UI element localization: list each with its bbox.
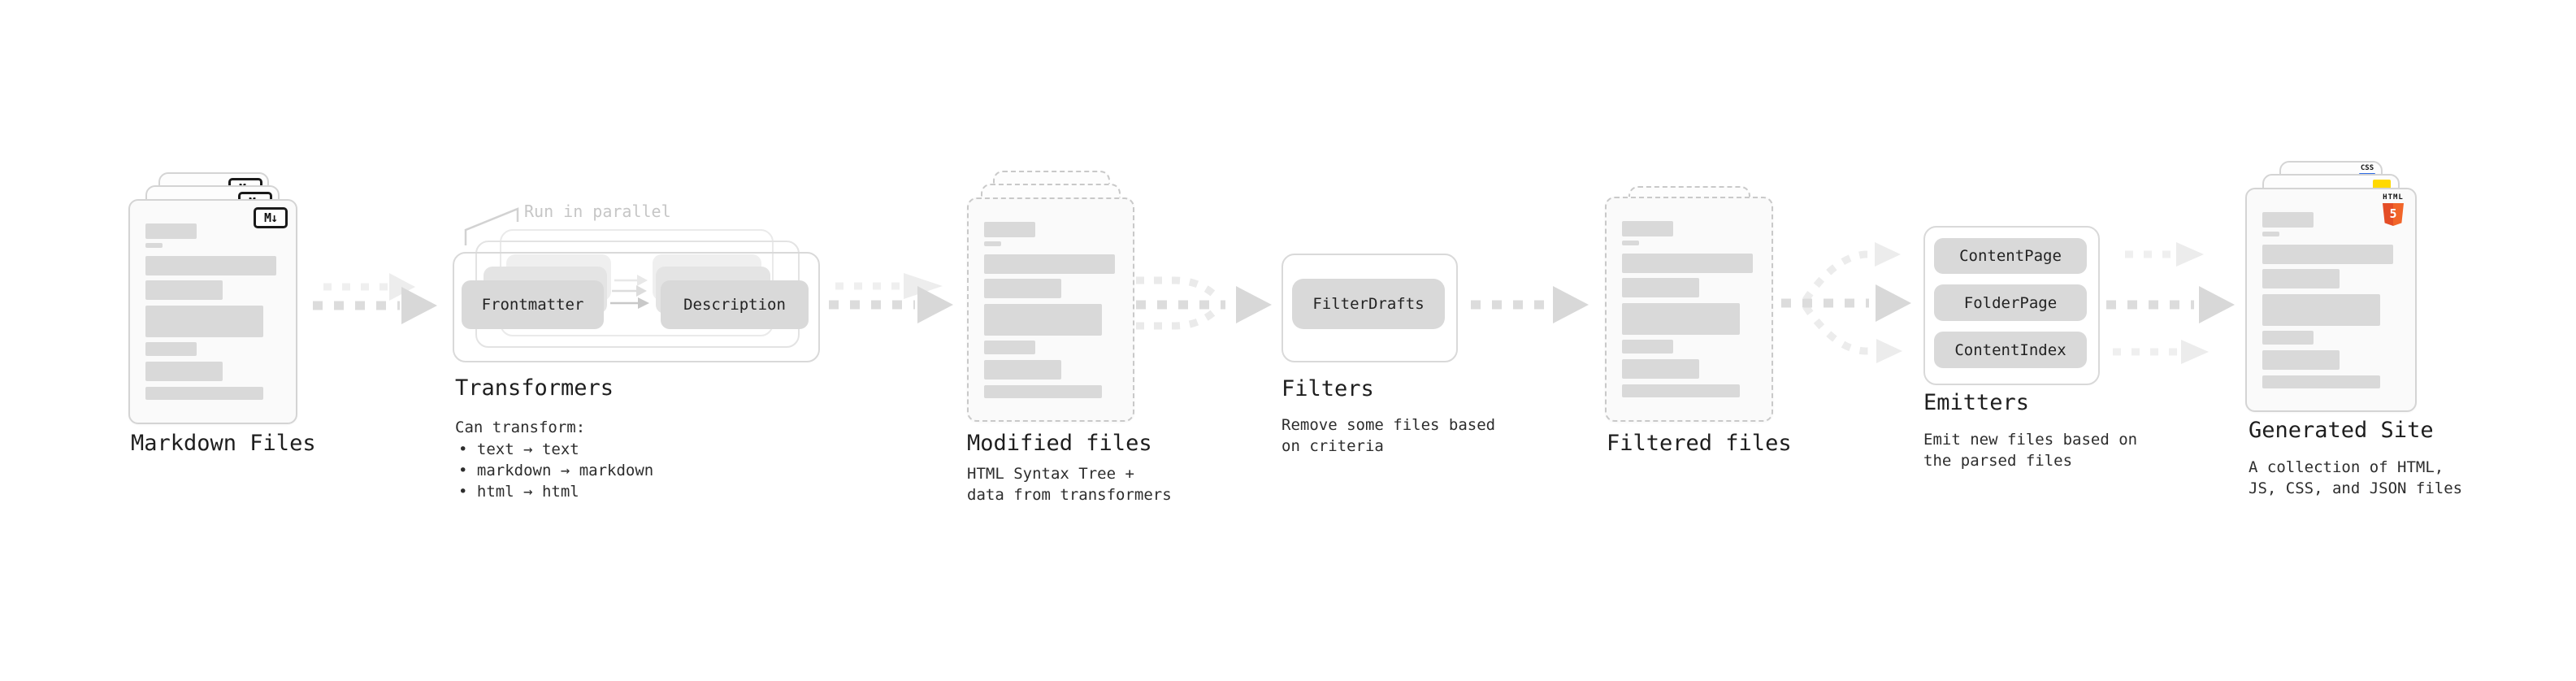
placeholder-line <box>2262 212 2314 228</box>
section-title-markdown-files: Markdown Files <box>131 431 316 456</box>
filtered-file-card-front <box>1605 197 1773 422</box>
arrow-markdown-to-transformers <box>313 273 437 324</box>
transformers-bullet: • text → text <box>458 440 579 458</box>
section-title-filters: Filters <box>1281 376 1374 401</box>
frontmatter-node: Frontmatter <box>462 280 604 329</box>
run-in-parallel-label: Run in parallel <box>524 202 671 221</box>
transformers-stack-front <box>453 252 820 362</box>
transformers-bullet: • html → html <box>458 483 579 501</box>
section-title-transformers: Transformers <box>455 375 614 401</box>
section-desc-modified-files: HTML Syntax Tree + data from transformer… <box>967 465 1172 504</box>
transformers-bullet: • markdown → markdown <box>458 462 654 479</box>
generated-site-card-front: HTML 5 <box>2245 188 2417 412</box>
filterdrafts-node: FilterDrafts <box>1292 279 1445 329</box>
contentindex-node: ContentIndex <box>1934 332 2087 368</box>
placeholder-line <box>984 254 1115 274</box>
placeholder-line <box>1622 241 1639 245</box>
contentpage-node: ContentPage <box>1934 238 2087 274</box>
section-desc-emitters: Emit new files based on the parsed files <box>1923 431 2138 470</box>
placeholder-line <box>984 304 1102 336</box>
arrow-modified-to-filters <box>1136 276 1272 330</box>
placeholder-line <box>145 280 223 300</box>
placeholder-line <box>145 243 163 248</box>
placeholder-line <box>145 223 197 239</box>
html5-icon: HTML 5 <box>2381 193 2405 226</box>
placeholder-line <box>1622 221 1673 236</box>
section-desc-generated-site: A collection of HTML, JS, CSS, and JSON … <box>2249 458 2463 497</box>
markdown-file-card-front: M↓ <box>128 199 297 424</box>
placeholder-line <box>984 222 1035 237</box>
markdown-icon: M↓ <box>254 207 288 228</box>
arrow-emitters-to-generated <box>2106 242 2235 364</box>
placeholder-line <box>145 306 263 337</box>
placeholder-line <box>984 360 1061 380</box>
placeholder-line <box>1622 340 1673 354</box>
placeholder-line <box>1622 303 1740 335</box>
placeholder-line <box>1622 278 1699 297</box>
description-node: Description <box>661 280 809 329</box>
arrow-filtered-to-emitters <box>1781 242 1911 363</box>
arrow-transformers-to-modified <box>829 273 953 323</box>
placeholder-line <box>1622 359 1699 379</box>
placeholder-line <box>984 340 1035 354</box>
folderpage-node: FolderPage <box>1934 284 2087 321</box>
placeholder-line <box>984 241 1001 246</box>
placeholder-line <box>145 362 223 381</box>
placeholder-line <box>2262 375 2380 388</box>
section-title-modified-files: Modified files <box>967 431 1152 456</box>
placeholder-line <box>1622 254 1753 273</box>
section-title-emitters: Emitters <box>1923 390 2030 415</box>
placeholder-line <box>2262 331 2314 345</box>
placeholder-line <box>2262 350 2340 370</box>
modified-file-card-front <box>967 197 1134 422</box>
transformers-subtitle: Can transform: <box>455 419 586 436</box>
placeholder-line <box>145 256 276 275</box>
placeholder-line <box>984 385 1102 398</box>
placeholder-line <box>2262 232 2279 236</box>
placeholder-line <box>1622 384 1740 397</box>
placeholder-line <box>2262 245 2393 264</box>
js-icon <box>2373 180 2391 190</box>
placeholder-line <box>984 279 1061 298</box>
placeholder-line <box>2262 269 2340 288</box>
arrow-filters-to-filtered <box>1471 286 1589 323</box>
placeholder-line <box>2262 294 2380 326</box>
placeholder-line <box>145 342 197 356</box>
section-desc-filters: Remove some files based on criteria <box>1281 416 1496 455</box>
section-title-generated-site: Generated Site <box>2249 418 2434 443</box>
section-title-filtered-files: Filtered files <box>1607 431 1792 456</box>
placeholder-line <box>145 387 263 400</box>
